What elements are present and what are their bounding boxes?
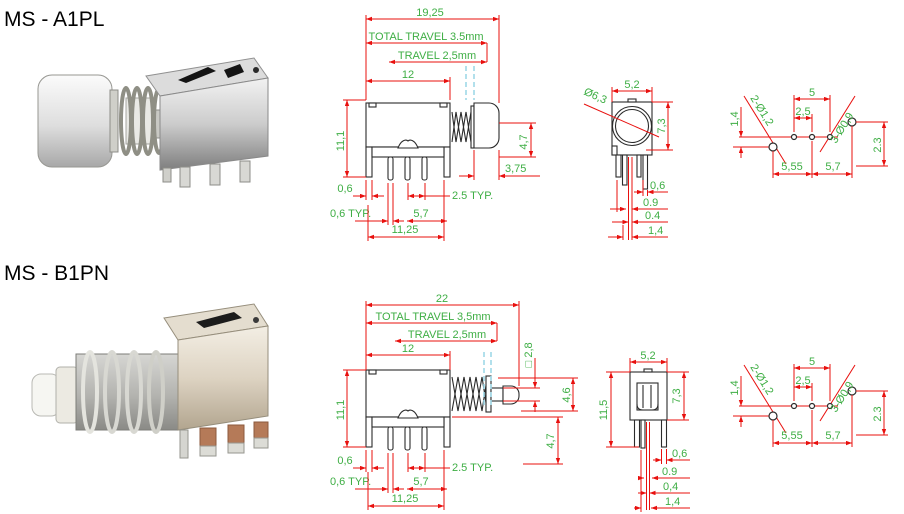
dim-front-d3-a: 0.4 [645, 210, 660, 222]
dim-front-d2-a: 0.9 [643, 197, 658, 209]
dim-front-width-b: 5,2 [640, 350, 655, 362]
dim-button-width-a: 3,75 [505, 163, 526, 175]
product-title-a: MS - A1PL [4, 8, 105, 31]
dim-span-left-b: 5,55 [781, 430, 802, 442]
dim-span-left-a: 5,55 [781, 161, 802, 173]
dim-front-d1-b: 0,6 [672, 448, 687, 460]
dim-front-height-a: 7,3 [656, 118, 668, 133]
dim-body-height-a: 11,1 [335, 131, 347, 152]
front-view-outline-a [611, 98, 653, 190]
product-photo-a [37, 57, 269, 188]
dim-front-d3-b: 0,4 [663, 481, 678, 493]
dim-pin-width-b: 0,6 [337, 455, 352, 467]
dim-holes-large-b: 2-Ø1,2 [747, 362, 775, 397]
dim-pin-span-b: 5,7 [413, 476, 428, 488]
dim-travel-b: TRAVEL 2,5mm [408, 329, 486, 341]
dim-pitch-a: 2,5 [795, 106, 810, 118]
dim-pitch-b: 2,5 [795, 375, 810, 387]
dim-front-frame-height-b: 11,5 [598, 400, 610, 421]
dim-front-d4-a: 1,4 [648, 225, 663, 237]
dim-front-height-b: 7,3 [671, 388, 683, 403]
dim-button-height-b: 4,7 [545, 433, 557, 448]
dim-front-d2-b: 0.9 [662, 466, 677, 478]
side-view-outline-b [365, 369, 520, 451]
side-view-dims-a: 19,25 TOTAL TRAVEL 3.5mm TRAVEL 2,5mm 12… [330, 7, 540, 241]
dim-pin-pitch-a: 2.5 TYP. [452, 190, 493, 202]
pcb-layout-a: 2-Ø1,2 3-Ø0,9 1,4 5 2,5 2.3 5,55 5,7 [729, 87, 888, 178]
dim-base-width-b: 11,25 [392, 493, 419, 505]
front-view-outline-b [629, 368, 668, 449]
dim-offset-r-a: 2.3 [872, 137, 884, 152]
dim-total-travel-b: TOTAL TRAVEL 3,5mm [375, 311, 490, 323]
dim-pin-width-typ-b: 0,6 TYP. [330, 476, 371, 488]
side-view-dims-b: 22 TOTAL TRAVEL 3,5mm TRAVEL 2,5mm 12 11… [330, 293, 578, 510]
dim-pin-pitch-b: 2.5 TYP. [452, 462, 493, 474]
dim-front-width-a: 5,2 [624, 79, 639, 91]
square-symbol: □ [523, 360, 535, 367]
switch-photo-a [37, 57, 269, 188]
dim-offset-v-a: 1,4 [729, 111, 741, 126]
dim-span-right-b: 5,7 [825, 430, 840, 442]
dim-span-a: 5 [809, 87, 815, 99]
pcb-layout-b: 2-Ø1,2 3-Ø0,9 1,4 5 2,5 2.3 5,55 5,7 [729, 356, 888, 447]
front-view-dims-a: 5,2 Ø6,3 7,3 0,6 0.9 0.4 1,4 [582, 79, 673, 240]
dim-shaft-square-b: 2,8 [523, 342, 535, 357]
dim-body-height-b: 11,1 [335, 400, 347, 421]
dim-button-height-a: 4,7 [518, 134, 530, 149]
dim-front-d1-a: 0,6 [650, 180, 665, 192]
technical-drawing-row-b: 22 TOTAL TRAVEL 3,5mm TRAVEL 2,5mm 12 11… [330, 293, 888, 512]
dim-pin-width-a: 0,6 [337, 183, 352, 195]
dim-pin-span-a: 5,7 [413, 208, 428, 220]
dim-span-b: 5 [809, 356, 815, 368]
dim-front-diameter-a: Ø6,3 [582, 86, 609, 107]
dim-offset-v-b: 1,4 [729, 380, 741, 395]
technical-drawing-row-a: 19,25 TOTAL TRAVEL 3.5mm TRAVEL 2,5mm 12… [330, 7, 888, 241]
side-view-outline-a [365, 102, 500, 181]
front-view-dims-b: 5,2 11,5 7,3 0,6 0.9 0,4 [598, 350, 690, 512]
product-photo-b [31, 303, 269, 459]
dim-span-right-a: 5,7 [825, 161, 840, 173]
dim-body-width-a: 12 [402, 69, 414, 81]
switch-photo-b [31, 303, 269, 459]
dim-overall-a: 19,25 [416, 7, 444, 19]
dim-body-width-b: 12 [402, 343, 414, 355]
dim-holes-large-a: 2-Ø1,2 [747, 93, 775, 128]
dim-offset-r-b: 2.3 [872, 406, 884, 421]
dim-front-d4-b: 1,4 [665, 496, 680, 508]
product-title-b: MS - B1PN [4, 262, 110, 285]
dim-tip-height-b: 4,6 [561, 387, 573, 402]
dim-total-travel-a: TOTAL TRAVEL 3.5mm [368, 31, 483, 43]
dim-pin-width-typ-a: 0,6 TYP. [330, 208, 371, 220]
dim-travel-a: TRAVEL 2,5mm [398, 50, 476, 62]
dim-overall-b: 22 [436, 293, 448, 305]
dim-base-width-a: 11,25 [392, 224, 419, 236]
